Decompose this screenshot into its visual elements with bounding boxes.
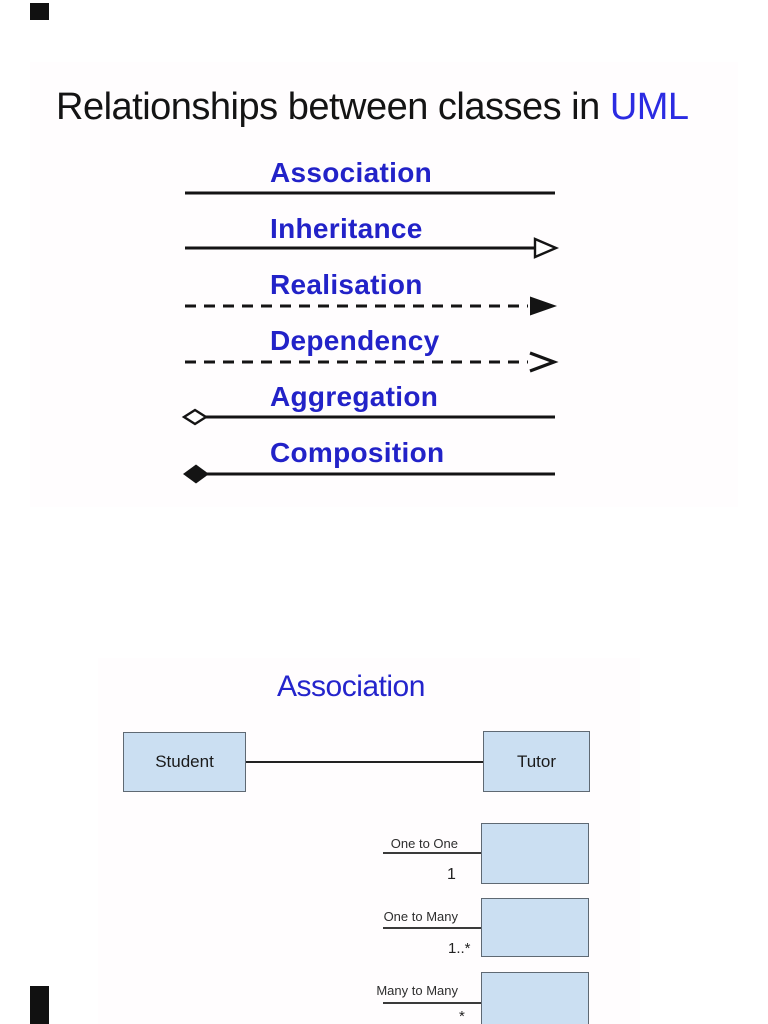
relationship-label-inheritance: Inheritance bbox=[270, 213, 423, 244]
multiplicity-value-many-to-many: * bbox=[459, 1008, 465, 1024]
class-box-student-label: Student bbox=[155, 752, 214, 771]
page-corner-marker-bottom bbox=[30, 986, 49, 1024]
class-box-tutor: Tutor bbox=[483, 731, 590, 792]
association-line bbox=[185, 191, 555, 195]
slide1-background bbox=[30, 62, 738, 507]
multiplicity-value-one: 1 bbox=[447, 866, 456, 883]
one-to-one-line bbox=[383, 852, 481, 854]
multiplicity-label-many-to-many: Many to Many bbox=[376, 983, 458, 998]
relationship-label-dependency: Dependency bbox=[270, 325, 440, 356]
relationship-label-realisation: Realisation bbox=[270, 269, 423, 300]
slide1-title: Relationships between classes in UML bbox=[56, 86, 736, 129]
one-to-many-box bbox=[481, 898, 589, 957]
class-box-tutor-label: Tutor bbox=[516, 751, 557, 771]
multiplicity-value-one-to-many: 1..* bbox=[448, 940, 471, 957]
inheritance-arrow bbox=[185, 236, 560, 259]
class-box-student: Student bbox=[123, 732, 246, 792]
dependency-arrow bbox=[185, 351, 559, 372]
slide2-title: Association bbox=[277, 670, 425, 703]
relationship-label-composition: Composition bbox=[270, 437, 445, 468]
multiplicity-label-one-to-one: One to One bbox=[390, 836, 458, 851]
many-to-many-line bbox=[383, 1002, 481, 1004]
one-to-one-box bbox=[481, 823, 589, 884]
realisation-arrow bbox=[185, 296, 557, 316]
aggregation-diamond-line bbox=[181, 408, 555, 426]
relationship-label-association: Association bbox=[270, 157, 433, 188]
relationship-label-aggregation: Aggregation bbox=[270, 381, 439, 412]
slide1-title-uml: UML bbox=[609, 86, 689, 128]
association-connector-line bbox=[246, 761, 483, 763]
composition-diamond-line bbox=[183, 464, 555, 484]
page-corner-marker-top bbox=[30, 3, 49, 20]
many-to-many-box bbox=[481, 972, 589, 1024]
one-to-many-line bbox=[383, 927, 481, 929]
multiplicity-label-one-to-many: One to Many bbox=[383, 909, 458, 924]
slide1-title-text: Relationships between classes in bbox=[56, 86, 610, 128]
